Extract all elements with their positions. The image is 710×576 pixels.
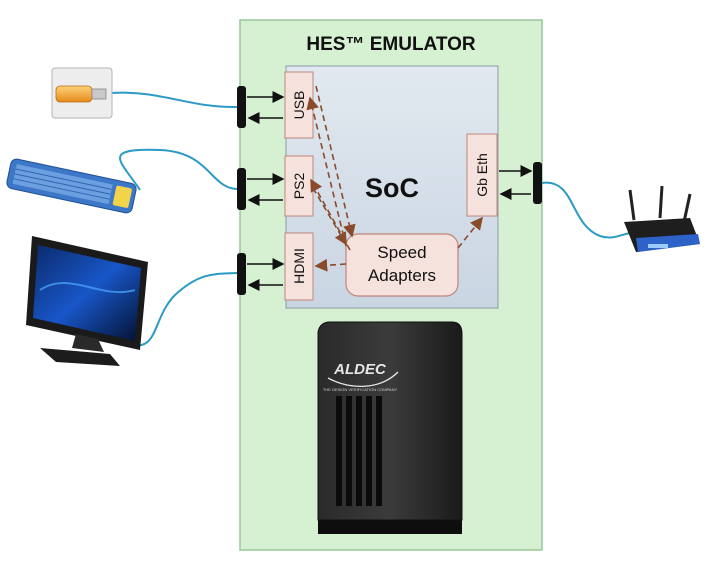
usb-port: USB xyxy=(284,71,314,139)
port-arrows xyxy=(247,91,533,291)
hdmi-port-label: HDMI xyxy=(291,248,307,284)
hdmi-port: HDMI xyxy=(284,232,314,301)
cables xyxy=(111,91,631,347)
ps2-port-label: PS2 xyxy=(291,173,307,200)
gbeth-connector xyxy=(533,162,542,204)
usb-connector xyxy=(237,86,246,128)
usb-drive-icon xyxy=(51,67,113,119)
gbeth-port: Gb Eth xyxy=(466,133,498,217)
cabinet-brand: ALDEC xyxy=(333,361,387,378)
soc-label: SoC xyxy=(365,173,419,203)
speed-adapters-line1: Speed xyxy=(377,243,426,262)
hdmi-connector xyxy=(237,253,246,295)
router-icon xyxy=(624,185,700,252)
speed-adapters-line2: Adapters xyxy=(368,266,436,285)
aldec-cabinet-image: ALDEC THE DESIGN VERIFICATION COMPANY xyxy=(317,321,463,534)
speed-adapters-box: Speed Adapters xyxy=(345,233,459,297)
gbeth-port-label: Gb Eth xyxy=(474,153,490,197)
adapter-arrows xyxy=(306,85,483,272)
usb-port-label: USB xyxy=(291,91,307,120)
monitor-icon xyxy=(26,236,148,366)
ps2-connector xyxy=(237,168,246,210)
ps2-port: PS2 xyxy=(284,155,314,217)
keyboard-icon xyxy=(6,158,137,214)
cabinet-tagline: THE DESIGN VERIFICATION COMPANY xyxy=(323,387,398,392)
emulator-title: HES™ EMULATOR xyxy=(306,34,476,55)
